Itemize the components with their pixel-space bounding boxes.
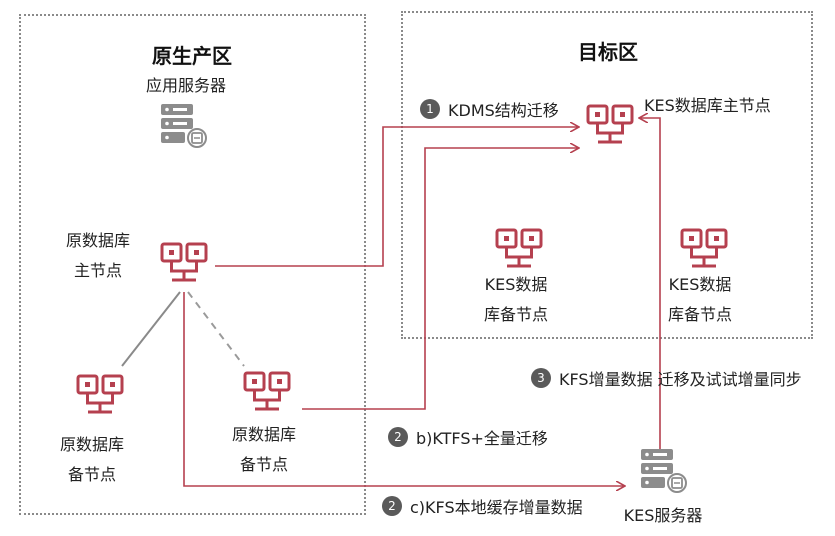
step-badge: 2	[382, 496, 402, 516]
src-standby1-label-line1: 原数据库	[60, 435, 125, 454]
src-primary-label-line2: 主节点	[74, 261, 123, 280]
step-badge: 3	[531, 368, 551, 388]
src-standby1-label-line2: 备节点	[68, 465, 117, 484]
source-zone-title: 原生产区	[152, 44, 232, 68]
flow-line-full-migration	[302, 148, 578, 410]
app-server-icon	[161, 104, 207, 148]
src-standby2-label-line1: 原数据库	[232, 425, 297, 444]
step-3-incremental-sync: 3 KFS增量数据 迁移及试试增量同步	[531, 366, 802, 390]
src-standby2-label-line2: 备节点	[240, 455, 289, 474]
kes-standby2-db-icon	[680, 228, 728, 268]
kes-standby1-label-line2: 库备节点	[484, 305, 549, 324]
step-1-structure-migration: 1 KDMS结构迁移	[420, 97, 559, 121]
kes-standby1-label: KES数据 库备节点	[484, 270, 548, 330]
step-label: KDMS结构迁移	[448, 101, 559, 120]
step-badge: 1	[420, 99, 440, 119]
kes-standby1-label-line1: KES数据	[484, 275, 548, 294]
kes-primary-db-icon	[586, 104, 634, 144]
src-primary-label-line1: 原数据库	[66, 231, 131, 250]
step-2b-full-migration: 2 b)KTFS+全量迁移	[388, 425, 548, 449]
step-label: c)KFS本地缓存增量数据	[410, 498, 583, 517]
step-2c-local-cache: 2 c)KFS本地缓存增量数据	[382, 494, 583, 518]
flow-line-cache	[183, 292, 624, 486]
src-primary-db-icon	[160, 242, 208, 282]
kes-standby2-label: KES数据 库备节点	[668, 270, 732, 330]
source-zone	[19, 14, 366, 515]
kes-standby2-label-line1: KES数据	[668, 275, 732, 294]
src-primary-label: 原数据库 主节点	[66, 226, 130, 286]
kes-standby1-db-icon	[495, 228, 543, 268]
src-standby1-db-icon	[76, 374, 124, 414]
replication-line-solid	[121, 291, 181, 367]
src-standby2-db-icon	[243, 371, 291, 411]
step-badge: 2	[388, 427, 408, 447]
kes-primary-label: KES数据库主节点	[644, 96, 771, 115]
step-label: b)KTFS+全量迁移	[416, 429, 548, 448]
flow-line-incremental	[640, 118, 661, 450]
step-label: KFS增量数据 迁移及试试增量同步	[559, 370, 802, 389]
target-zone	[401, 11, 813, 339]
kes-server-label: KES服务器	[623, 506, 703, 525]
kes-server-icon	[641, 449, 687, 493]
src-standby1-label: 原数据库 备节点	[60, 430, 124, 490]
app-server-label: 应用服务器	[145, 76, 227, 95]
flow-line-structure	[215, 127, 578, 267]
target-zone-title: 目标区	[578, 40, 638, 64]
kes-standby2-label-line2: 库备节点	[668, 305, 733, 324]
src-standby2-label: 原数据库 备节点	[232, 420, 296, 480]
replication-line-dashed	[187, 291, 245, 367]
